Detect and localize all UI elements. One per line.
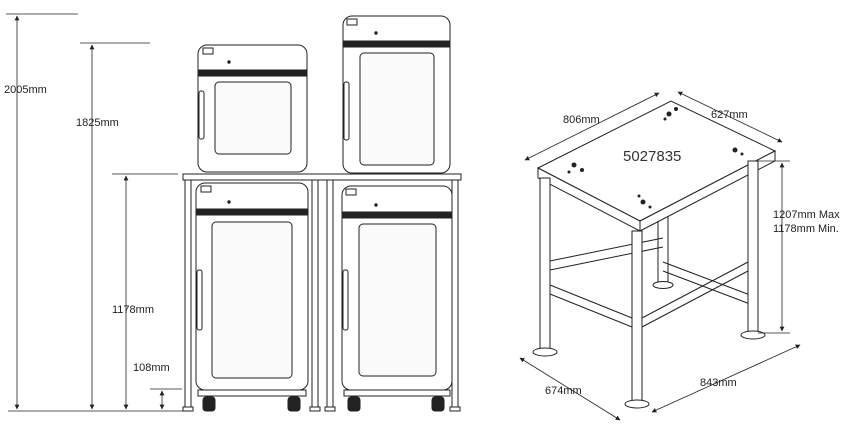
lower-cabinet-left bbox=[195, 182, 309, 397]
right-dimension-lines bbox=[519, 91, 801, 421]
upper-cabinet-tall bbox=[342, 15, 451, 174]
stand-legs bbox=[182, 179, 461, 412]
left-dimension-lines bbox=[6, 13, 188, 412]
dim-foot-depth: 674mm bbox=[545, 385, 582, 397]
dim-upper-height: 1825mm bbox=[76, 117, 119, 129]
dim-height-max: 1207mm Max bbox=[773, 209, 840, 221]
dim-top-width: 627mm bbox=[711, 109, 748, 121]
front-elevation bbox=[182, 15, 462, 412]
dim-foot-height: 108mm bbox=[133, 362, 170, 374]
lower-cabinet-right bbox=[341, 185, 453, 397]
product-code: 5027835 bbox=[623, 148, 681, 165]
castors bbox=[202, 396, 445, 412]
upper-cabinet-small bbox=[197, 44, 308, 173]
top-mounting-holes bbox=[567, 107, 744, 209]
dim-height-min: 1178mm Min. bbox=[773, 223, 839, 235]
dim-foot-width: 843mm bbox=[700, 377, 737, 389]
dim-total-height: 2005mm bbox=[4, 84, 47, 96]
stand-top-plate bbox=[182, 173, 462, 181]
dim-top-depth: 806mm bbox=[563, 114, 600, 126]
dim-stand-height: 1178mm bbox=[112, 304, 154, 316]
